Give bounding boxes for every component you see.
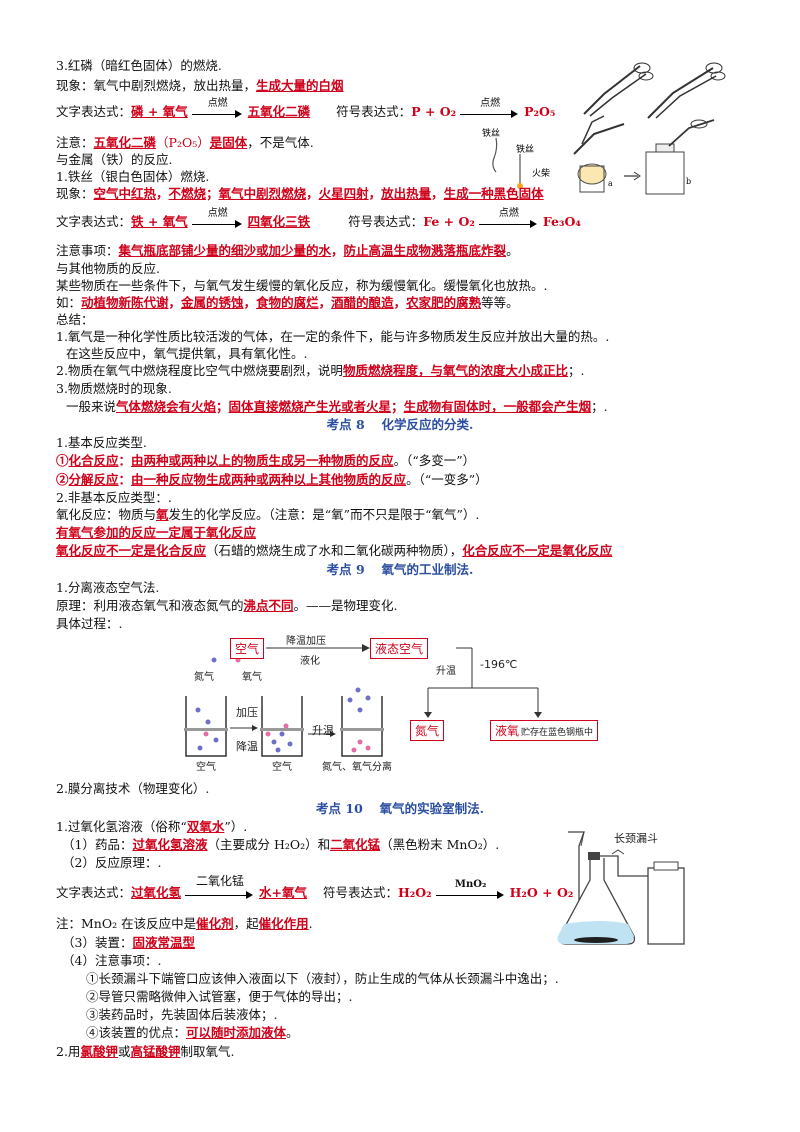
k8-basic-types: 1.基本反应类型. bbox=[56, 435, 147, 450]
k10-note-3: ③装药品时，先装固体后装液体；. bbox=[86, 1007, 278, 1022]
slow-oxidation-examples: 如：动植物新陈代谢，金属的锈蚀，食物的腐烂，酒醋的酿造，农家肥的腐熟等等。 bbox=[56, 295, 519, 310]
k10-principle: （2）反应原理：. bbox=[62, 855, 162, 870]
svg-text:铁丝: 铁丝 bbox=[482, 127, 500, 139]
k8-oxygen-rule: 有氧气参加的反应一定属于氧化反应 bbox=[56, 525, 257, 540]
summary-title: 总结： bbox=[56, 312, 94, 327]
summary-3: 3.物质燃烧时的现象. bbox=[56, 381, 172, 396]
svg-text:火柴: 火柴 bbox=[532, 167, 550, 179]
k10-reagents: （1）药品：过氧化氢溶液（主要成分 H₂O₂）和二氧化锰（黑色粉末 MnO₂）. bbox=[62, 837, 500, 852]
k8-not-always: 氧化反应不一定是化合反应（石蜡的燃烧生成了水和二氧化碳两种物质），化合反应不一定… bbox=[56, 543, 613, 558]
k8-decomposition: ②分解反应：由一种反应物生成两种或两种以上其他物质的反应。（“一变多”） bbox=[56, 472, 488, 487]
k10-catalyst-note: 注：MnO₂ 在该反应中是催化剂，起催化作用. bbox=[56, 916, 313, 931]
k9-principle: 原理：利用液态氧气和液态氮气的沸点不同。——是物理变化. bbox=[56, 598, 398, 613]
section-heading-10: 考点 10 氧气的实验室制法. bbox=[316, 801, 484, 816]
svg-text:b: b bbox=[686, 177, 691, 186]
k10-note-4: ④该装置的优点：可以随时添加液体。 bbox=[86, 1025, 299, 1040]
k10-h2o2: 1.过氧化氢溶液（俗称“双氧水”）. bbox=[56, 819, 248, 834]
iron-phenomenon: 现象：空气中红热，不燃烧；氧气中剧烈燃烧，火星四射，放出热量，生成一种黑色固体 bbox=[56, 186, 544, 201]
k10-note-1: ①长颈漏斗下端管口应该伸入液面以下（液封），防止生成的气体从长颈漏斗中逸出；. bbox=[86, 971, 559, 986]
section-heading-8: 考点 8 化学反应的分类. bbox=[326, 417, 474, 432]
iron-equation: 文字表达式：铁 + 氧气 点燃 四氧化三铁 符号表达式：Fe + O₂ 点燃 F… bbox=[56, 207, 581, 230]
iron-attention: 注意事项：集气瓶底部铺少量的细沙或加少量的水，防止高温生成物溅落瓶底炸裂。 bbox=[56, 243, 519, 258]
metal-reaction: 与金属（铁）的反应. bbox=[56, 152, 173, 167]
tongs-figure bbox=[583, 62, 654, 117]
phosphorus-equation: 文字表达式：磷 + 氧气 点燃 五氧化二磷 符号表达式：P + O₂ 点燃 P₂… bbox=[56, 97, 556, 120]
iron-combustion-figure: 铁丝 铁丝 火柴 a 氧气 b bbox=[482, 115, 715, 195]
k10-note-2: ②导管只需略微伸入试管塞，便于气体的导出；. bbox=[86, 989, 353, 1004]
tongs-figure-2 bbox=[647, 62, 726, 119]
k10-apparatus: （3）装置：固液常温型 bbox=[62, 935, 195, 950]
iron-title: 1.铁丝（银白色固体）燃烧. bbox=[56, 169, 210, 184]
svg-text:a: a bbox=[608, 179, 613, 188]
k8-oxidation: 氧化反应：物质与氧发生的化学反应。（注意：是“氧”而不只是限于“氧气”）. bbox=[56, 507, 480, 522]
k9-method: 1.分离液态空气法. bbox=[56, 580, 160, 595]
k10-equation: 文字表达式：过氧化氢 二氧化锰 水+氧气 符号表达式：H₂O₂ MnO₂ H₂O… bbox=[56, 873, 574, 901]
summary-1: 1.氧气是一种化学性质比较活泼的气体，在一定的条件下，能与许多物质发生反应并放出… bbox=[56, 329, 610, 344]
phosphorus-note: 注意：五氧化二磷（P₂O₅）是固体，不是气体. bbox=[56, 135, 314, 150]
k8-non-basic: 2.非基本反应类型：. bbox=[56, 490, 172, 505]
other-reaction: 与其他物质的反应. bbox=[56, 261, 160, 276]
phosphorus-phenomenon: 现象：氧气中剧烈燃烧，放出热量，生成大量的白烟 bbox=[56, 78, 344, 93]
section-heading-9: 考点 9 氧气的工业制法. bbox=[326, 562, 474, 577]
k10-other-method: 2.用氯酸钾或高锰酸钾制取氧气. bbox=[56, 1044, 235, 1059]
k10-notes-title: （4）注意事项：. bbox=[62, 953, 162, 968]
lab-apparatus-figure: 长颈漏斗 bbox=[548, 828, 698, 950]
arrow-ignite: 点燃 bbox=[191, 98, 244, 120]
k9-process: 具体过程：. bbox=[56, 616, 123, 631]
liquid-air-figure: 空气 降温加压 液化 液态空气 升温 -196℃ 氮气 液氧贮存在蓝色钢瓶中 氮… bbox=[178, 630, 618, 773]
summary-4: 一般来说气体燃烧会有火焰；固体直接燃烧产生光或者火星；生成物有固体时，一般都会产… bbox=[66, 399, 608, 414]
k9-membrane: 2.膜分离技术（物理变化）. bbox=[56, 781, 210, 796]
summary-1b: 在这些反应中，氧气提供氧，具有氧化性。. bbox=[66, 346, 308, 361]
summary-2: 2.物质在氧气中燃烧程度比空气中燃烧要剧烈，说明物质燃烧程度，与氧气的浓度大小成… bbox=[56, 363, 585, 378]
phosphorus-title: 3.红磷（暗红色固体）的燃烧. bbox=[56, 58, 222, 73]
slow-oxidation: 某些物质在一些条件下，与氧气发生缓慢的氧化反应，称为缓慢氧化。缓慢氧化也放热。. bbox=[56, 278, 548, 293]
svg-text:铁丝: 铁丝 bbox=[516, 143, 534, 155]
k8-combination: ①化合反应：由两种或两种以上的物质生成另一种物质的反应。（“多变一”） bbox=[56, 453, 476, 468]
